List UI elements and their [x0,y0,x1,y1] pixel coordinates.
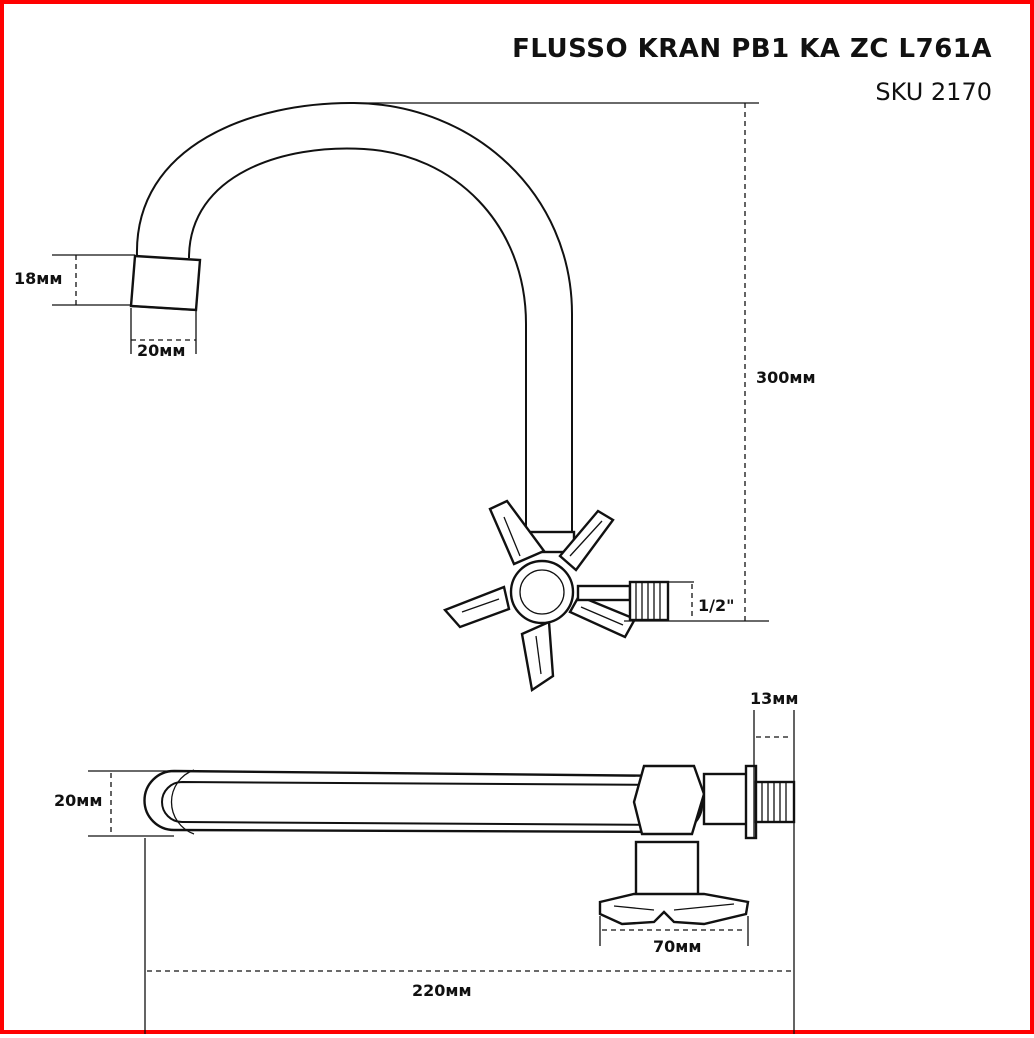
top-view-dimensions: 13мм 20мм 70мм 220мм [54,689,798,1034]
dim-thread: 1/2" [698,596,734,615]
handle-arm-top-left [488,499,546,566]
spout-outer-curve [135,101,573,536]
dim-outlet-height: 18мм [14,269,62,288]
dim-outlet-width: 20мм [137,341,185,360]
dim-total-height: 300мм [756,368,816,387]
handle-arm-bottom [520,620,555,693]
faucet-top-view [143,764,796,926]
spout-inner-curve [188,147,527,536]
dim-handle-width: 70мм [653,937,701,956]
handle-star-top [598,892,750,926]
faucet-technical-drawing: 300мм 1/2" 18мм 20мм [14,101,816,1034]
aerator-nozzle [129,254,202,312]
front-view-dimensions: 300мм 1/2" 18мм 20мм [14,102,816,622]
threaded-inlet [576,580,670,622]
product-title: FLUSSO KRAN PB1 KA ZC L761A [512,34,992,64]
star-handle [442,499,637,693]
nozzle-edge [130,305,197,311]
dim-wall-thread: 13мм [750,689,798,708]
valve-body-top [632,764,706,836]
product-sku: SKU 2170 [875,78,992,106]
handle-arm-top-right [558,509,615,572]
dim-spout-length: 220мм [412,981,472,1000]
dim-spout-diameter: 20мм [54,791,102,810]
faucet-front-view [129,101,670,693]
handle-stem-top [634,840,700,900]
